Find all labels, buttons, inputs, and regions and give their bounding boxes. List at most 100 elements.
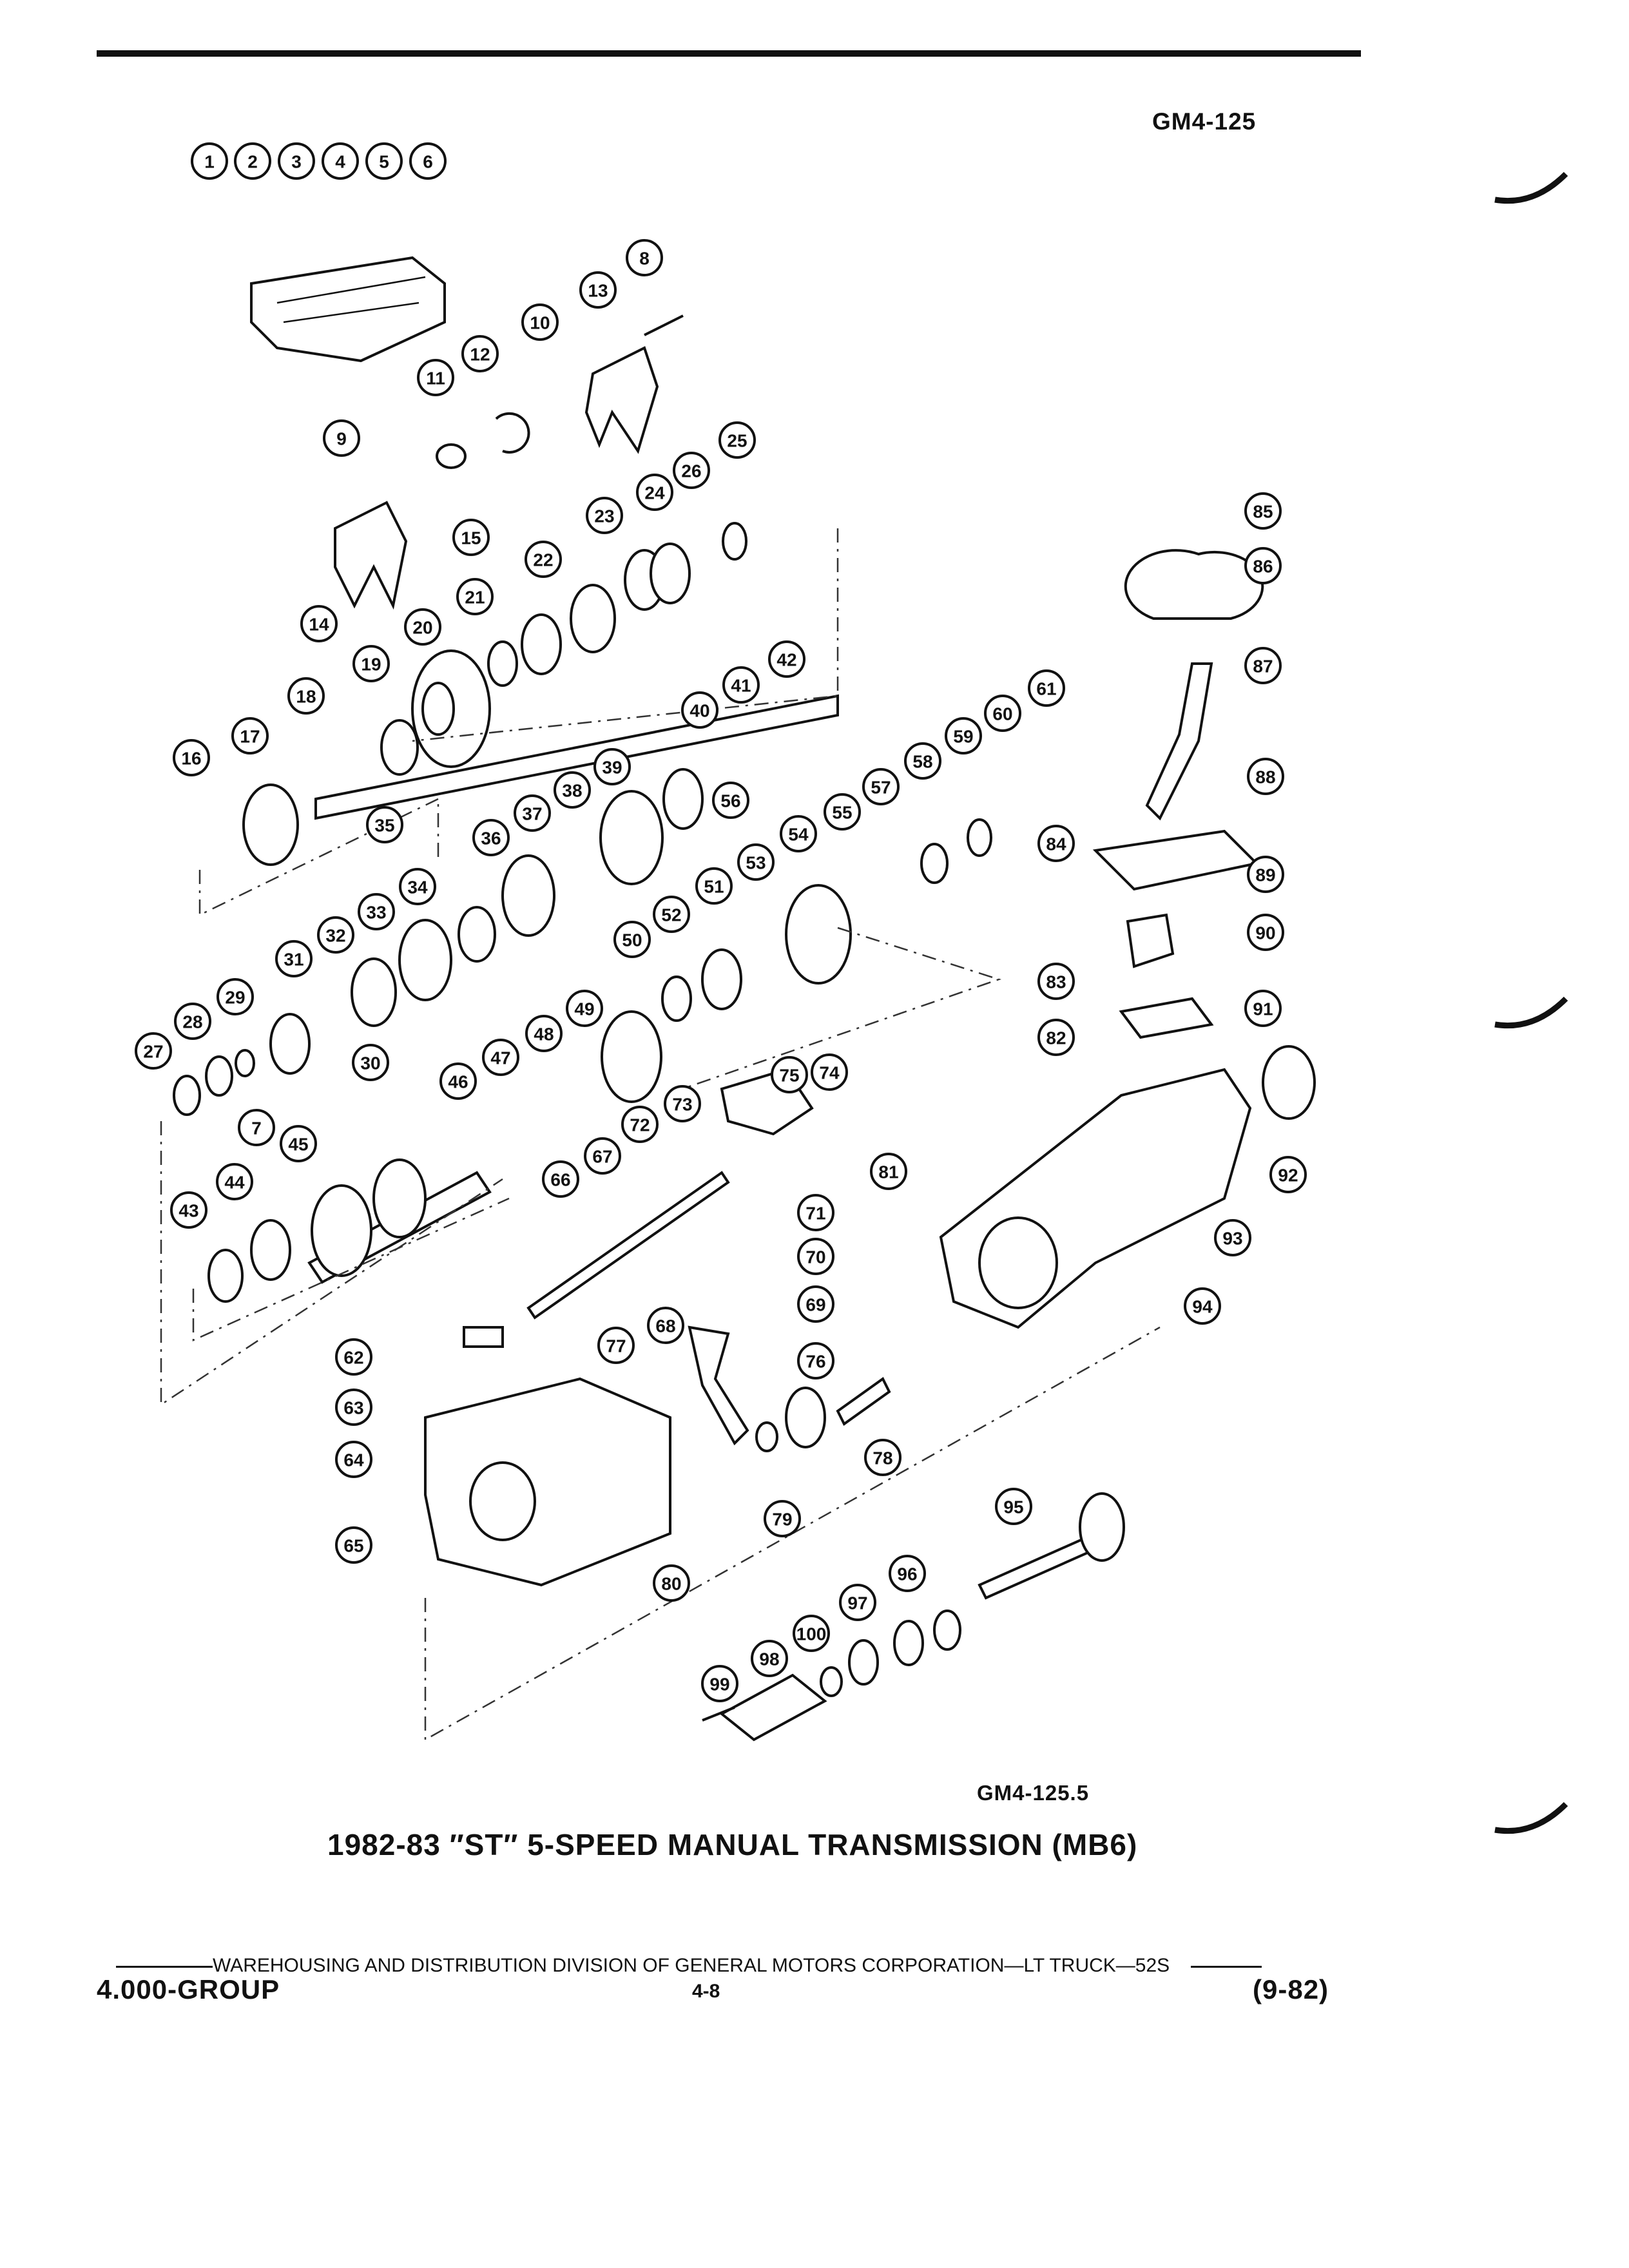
washer-21	[487, 640, 518, 687]
callout-number: 72	[630, 1115, 650, 1135]
callout-number: 85	[1253, 502, 1273, 522]
ring-30	[458, 906, 496, 963]
callout-number: 18	[296, 687, 316, 707]
callout-number: 12	[470, 345, 490, 365]
callout-number: 95	[1003, 1497, 1023, 1517]
gear-49	[601, 1010, 662, 1103]
callout-number: 61	[1036, 679, 1056, 699]
callout-number: 81	[878, 1162, 898, 1182]
callout-number: 22	[533, 550, 553, 570]
callout-number: 69	[805, 1295, 825, 1315]
callout-1: 1	[191, 142, 228, 180]
callout-number: 14	[309, 615, 329, 635]
callout-91: 91	[1244, 990, 1282, 1027]
callout-number: 97	[847, 1593, 867, 1613]
callout-63: 63	[335, 1389, 372, 1426]
callout-number: 99	[709, 1675, 729, 1695]
callout-number: 66	[550, 1170, 570, 1190]
callout-59: 59	[945, 717, 982, 754]
reverse-lever-76	[688, 1325, 749, 1446]
callout-76: 76	[797, 1342, 834, 1379]
callout-74: 74	[811, 1053, 848, 1091]
callout-number: 56	[720, 791, 740, 811]
washer-59	[967, 818, 992, 857]
callout-number: 53	[746, 853, 766, 873]
callout-24: 24	[636, 474, 673, 511]
document-code: GM4-125	[1152, 108, 1257, 135]
callout-16: 16	[173, 739, 210, 776]
callout-number: 35	[374, 816, 394, 836]
bolt-99	[702, 1706, 735, 1722]
callout-75: 75	[771, 1056, 808, 1093]
callout-number: 77	[606, 1336, 626, 1356]
callout-number: 49	[574, 999, 594, 1019]
housing-bore	[978, 1216, 1058, 1309]
callout-number: 26	[681, 461, 701, 481]
callout-17: 17	[231, 717, 269, 754]
plate-91	[1119, 997, 1214, 1039]
callout-31: 31	[275, 940, 313, 977]
callout-42: 42	[768, 640, 805, 678]
bearing-28	[205, 1055, 233, 1097]
callout-94: 94	[1184, 1287, 1221, 1325]
callout-37: 37	[514, 794, 551, 832]
callout-number: 45	[288, 1135, 308, 1155]
callout-number: 10	[530, 313, 550, 333]
callout-number: 89	[1255, 865, 1275, 885]
shift-plate-88	[1092, 829, 1260, 891]
callout-4: 4	[322, 142, 359, 180]
callout-number: 50	[622, 930, 642, 950]
callout-number: 78	[872, 1448, 892, 1468]
ring-22b	[521, 613, 562, 675]
bearing-58	[920, 843, 949, 884]
callout-100: 100	[793, 1615, 830, 1652]
callout-number: 65	[343, 1536, 363, 1556]
callout-93: 93	[1214, 1219, 1251, 1256]
callout-2: 2	[234, 142, 271, 180]
callout-32: 32	[317, 916, 354, 954]
callout-number: 32	[325, 926, 345, 946]
callout-number: 67	[592, 1147, 612, 1167]
transmission-case-64	[424, 1377, 671, 1587]
callout-number: 38	[562, 781, 582, 801]
callout-number: 2	[247, 152, 258, 172]
callout-number: 76	[805, 1352, 825, 1372]
callout-5: 5	[365, 142, 403, 180]
callout-number: 19	[361, 655, 381, 675]
callout-12: 12	[461, 335, 499, 372]
callout-30: 30	[352, 1044, 389, 1081]
bearing-22	[570, 584, 616, 653]
callout-82: 82	[1037, 1019, 1075, 1056]
binder-mark	[1494, 996, 1568, 1029]
callout-14: 14	[300, 605, 338, 642]
callout-40: 40	[681, 691, 718, 729]
callout-60: 60	[984, 695, 1021, 732]
race-96	[893, 1620, 924, 1666]
callout-number: 40	[689, 701, 709, 721]
bearing-27	[173, 1075, 201, 1116]
boot-86	[1124, 549, 1264, 620]
bushing-79	[755, 1421, 778, 1452]
callout-number: 16	[181, 749, 201, 769]
shift-fork-9	[334, 501, 408, 610]
callout-95: 95	[995, 1488, 1032, 1525]
callout-number: 30	[360, 1053, 380, 1073]
callout-number: 23	[594, 506, 614, 526]
callout-49: 49	[566, 990, 603, 1027]
callout-number: 25	[727, 431, 747, 451]
callout-number: 63	[343, 1398, 363, 1418]
top-rule	[97, 50, 1361, 57]
cluster-gear-44	[311, 1184, 372, 1277]
shift-lever-88	[1145, 662, 1213, 821]
callout-41: 41	[722, 666, 760, 704]
callout-44: 44	[216, 1163, 253, 1200]
seal-100	[820, 1666, 843, 1697]
callout-number: 59	[953, 727, 973, 747]
callout-number: 68	[655, 1316, 675, 1336]
shift-shaft-67	[526, 1171, 730, 1320]
callout-15: 15	[452, 519, 490, 556]
figure-title: 1982-83 ″ST″ 5-SPEED MANUAL TRANSMISSION…	[327, 1828, 1138, 1861]
callout-65: 65	[335, 1526, 372, 1564]
callout-number: 44	[224, 1173, 245, 1193]
